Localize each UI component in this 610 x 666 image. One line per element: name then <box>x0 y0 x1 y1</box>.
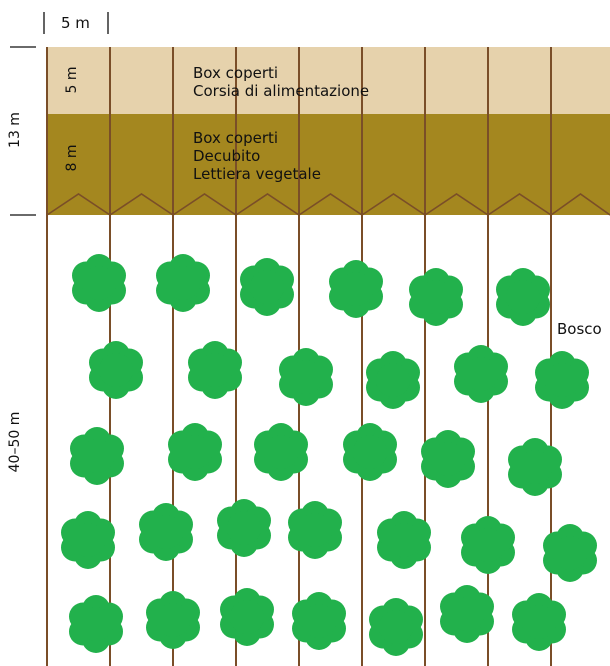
woodland-label: Bosco <box>557 320 602 338</box>
tree-icon <box>146 591 200 649</box>
tree-icon <box>168 423 222 481</box>
feeding-aisle-band <box>47 47 610 114</box>
tree-icon <box>288 501 342 559</box>
tree-icon <box>89 341 143 399</box>
tree-icon <box>496 268 550 326</box>
tree-icon <box>543 524 597 582</box>
band-light-width-label: 5 m <box>64 66 80 94</box>
tree-icon <box>535 351 589 409</box>
tree-icon <box>70 427 124 485</box>
tree-icon <box>454 345 508 403</box>
tree-icon <box>69 595 123 653</box>
tree-icon <box>61 511 115 569</box>
tree-icon <box>377 511 431 569</box>
tree-icon <box>421 430 475 488</box>
band-light-text: Box coperti Corsia di alimentazione <box>193 64 369 100</box>
band-dark-text: Box coperti Decubito Lettiera vegetale <box>193 129 321 183</box>
tree-icon <box>508 438 562 496</box>
tree-icon <box>512 593 566 651</box>
tree-icon <box>329 260 383 318</box>
band-light-line-1: Box coperti <box>193 64 279 82</box>
dimension-label-13m: 13 m <box>7 112 23 148</box>
dimension-label-40-50m: 40–50 m <box>7 411 23 473</box>
tree-icon <box>366 351 420 409</box>
trees <box>61 254 597 656</box>
tree-icon <box>220 588 274 646</box>
tree-icon <box>409 268 463 326</box>
roof-outline <box>46 193 610 216</box>
tree-icon <box>72 254 126 312</box>
scale-bar-label: 5 m <box>61 14 90 32</box>
bedding-area-band <box>47 114 610 215</box>
tree-icon <box>139 503 193 561</box>
tree-icon <box>156 254 210 312</box>
tree-icon <box>240 258 294 316</box>
tree-icon <box>343 423 397 481</box>
tree-icon <box>279 348 333 406</box>
tree-icon <box>440 585 494 643</box>
tree-icon <box>292 592 346 650</box>
band-light-line-2: Corsia di alimentazione <box>193 82 370 100</box>
band-dark-line-1: Box coperti <box>193 129 279 147</box>
tree-icon <box>369 598 423 656</box>
band-dark-width-label: 8 m <box>64 144 80 172</box>
tree-icon <box>188 341 242 399</box>
tree-icon <box>254 423 308 481</box>
tree-icon <box>217 499 271 557</box>
tree-icon <box>461 516 515 574</box>
band-dark-line-2: Decubito <box>193 147 261 165</box>
band-dark-line-3: Lettiera vegetale <box>193 165 321 183</box>
